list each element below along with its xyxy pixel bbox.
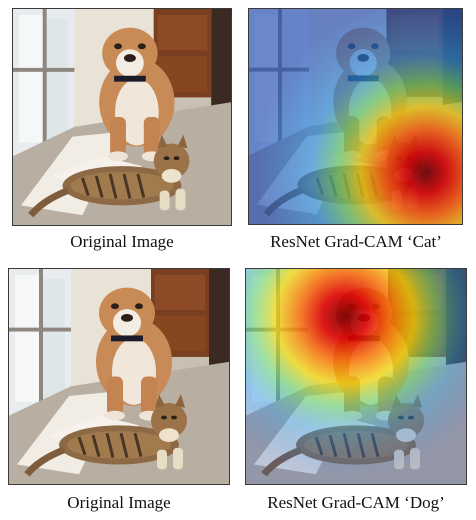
photo-dog-and-cat	[9, 269, 229, 484]
photo-dog-and-cat	[13, 9, 231, 225]
caption-original-image-2: Original Image	[67, 493, 171, 512]
original-image-2	[8, 268, 230, 485]
gradcam-cat-heatmap	[249, 9, 462, 224]
caption-gradcam-cat: ResNet Grad-CAM ‘Cat’	[270, 232, 442, 251]
gradcam-dog-image	[245, 268, 467, 485]
caption-gradcam-dog: ResNet Grad-CAM ‘Dog’	[267, 493, 445, 512]
gradcam-dog-heatmap	[246, 269, 466, 484]
original-image-1	[12, 8, 232, 226]
caption-original-image-1: Original Image	[70, 232, 174, 251]
gradcam-cat-image	[248, 8, 463, 225]
